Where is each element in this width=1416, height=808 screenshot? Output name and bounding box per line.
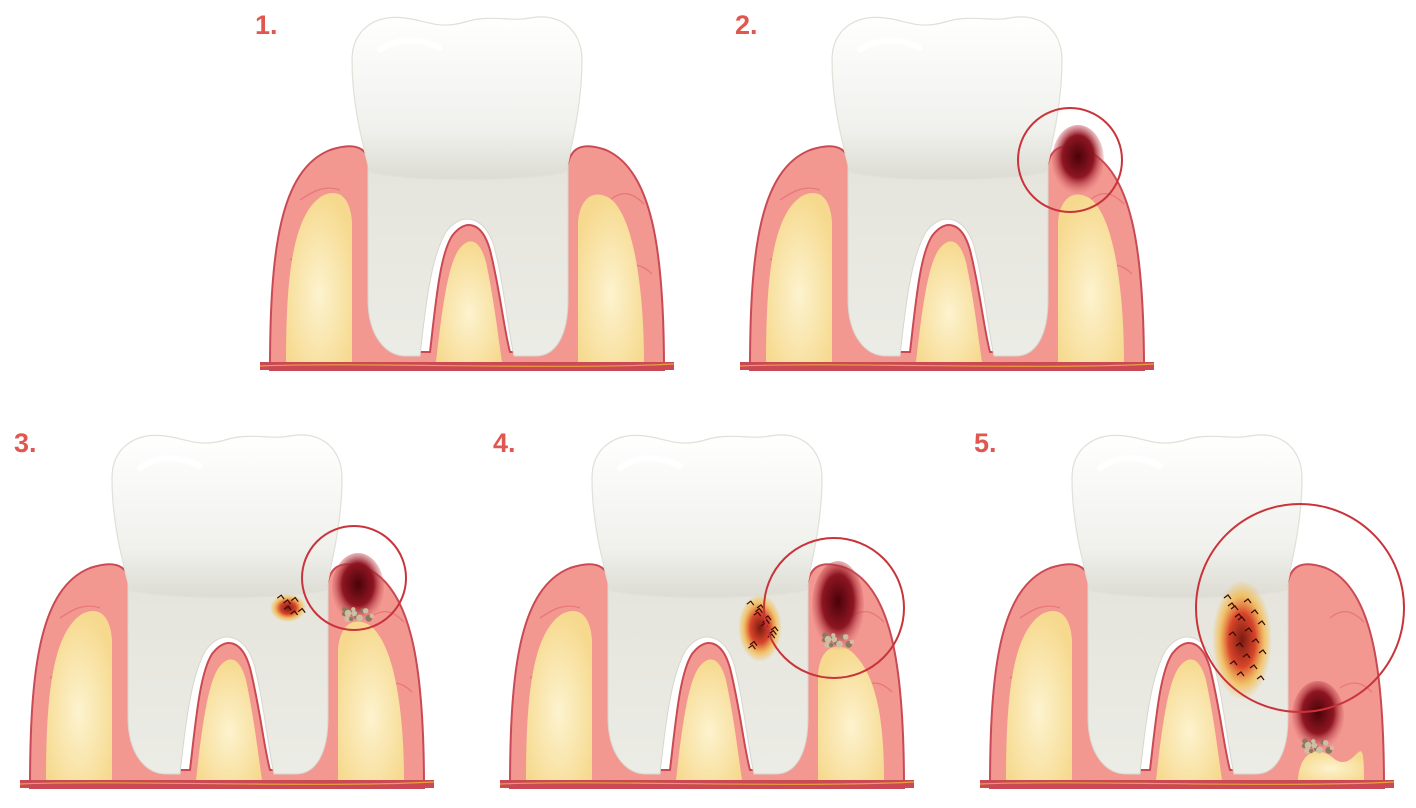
tartar-particle <box>345 610 352 617</box>
stage-panel-5 <box>980 435 1404 788</box>
stage-panel-3 <box>20 435 434 788</box>
tartar-particle <box>832 637 838 643</box>
tartar-particle <box>1309 749 1313 753</box>
tartar-particle <box>1316 747 1323 754</box>
tartar-particle <box>352 611 358 617</box>
healthy-tooth-icon <box>260 17 674 370</box>
tartar-particle <box>829 643 833 647</box>
moderate-periodontitis-tooth-icon <box>500 435 914 788</box>
early-periodontitis-tooth-icon <box>20 435 434 788</box>
tartar-particle <box>843 634 849 640</box>
gum-inflammation <box>1052 125 1104 195</box>
stage-panel-1 <box>260 17 674 370</box>
stage-label-1: 1. <box>255 12 278 39</box>
tartar-particle <box>363 608 369 614</box>
stage-label-2: 2. <box>735 12 758 39</box>
root-decay <box>270 594 306 622</box>
tartar-particle <box>370 614 374 618</box>
advanced-periodontitis-tooth-icon <box>980 435 1404 788</box>
tartar-particle <box>356 615 363 622</box>
stage-panel-2 <box>740 17 1154 370</box>
gingivitis-tooth-icon <box>740 17 1154 370</box>
tooth-crown <box>352 17 582 180</box>
stage-label-3: 3. <box>14 430 37 457</box>
tooth-crown <box>832 17 1062 180</box>
tartar-particle <box>825 636 832 643</box>
tartar-particle <box>836 641 843 648</box>
root-decay <box>1212 580 1272 700</box>
stage-label-4: 4. <box>493 430 516 457</box>
tooth-crown <box>112 435 342 598</box>
stage-label-5: 5. <box>974 430 997 457</box>
gum-inflammation <box>332 553 384 623</box>
gum-inflammation <box>1292 681 1344 751</box>
tartar-particle <box>1312 743 1318 749</box>
tartar-particle <box>850 640 854 644</box>
tartar-particle <box>1330 746 1334 750</box>
stage-panel-4 <box>500 435 914 788</box>
gum-inflammation <box>812 561 864 651</box>
tartar-particle <box>1323 740 1329 746</box>
tartar-particle <box>349 617 353 621</box>
tooth-crown <box>592 435 822 598</box>
tooth-crown <box>1072 435 1302 598</box>
tartar-particle <box>1305 742 1312 749</box>
